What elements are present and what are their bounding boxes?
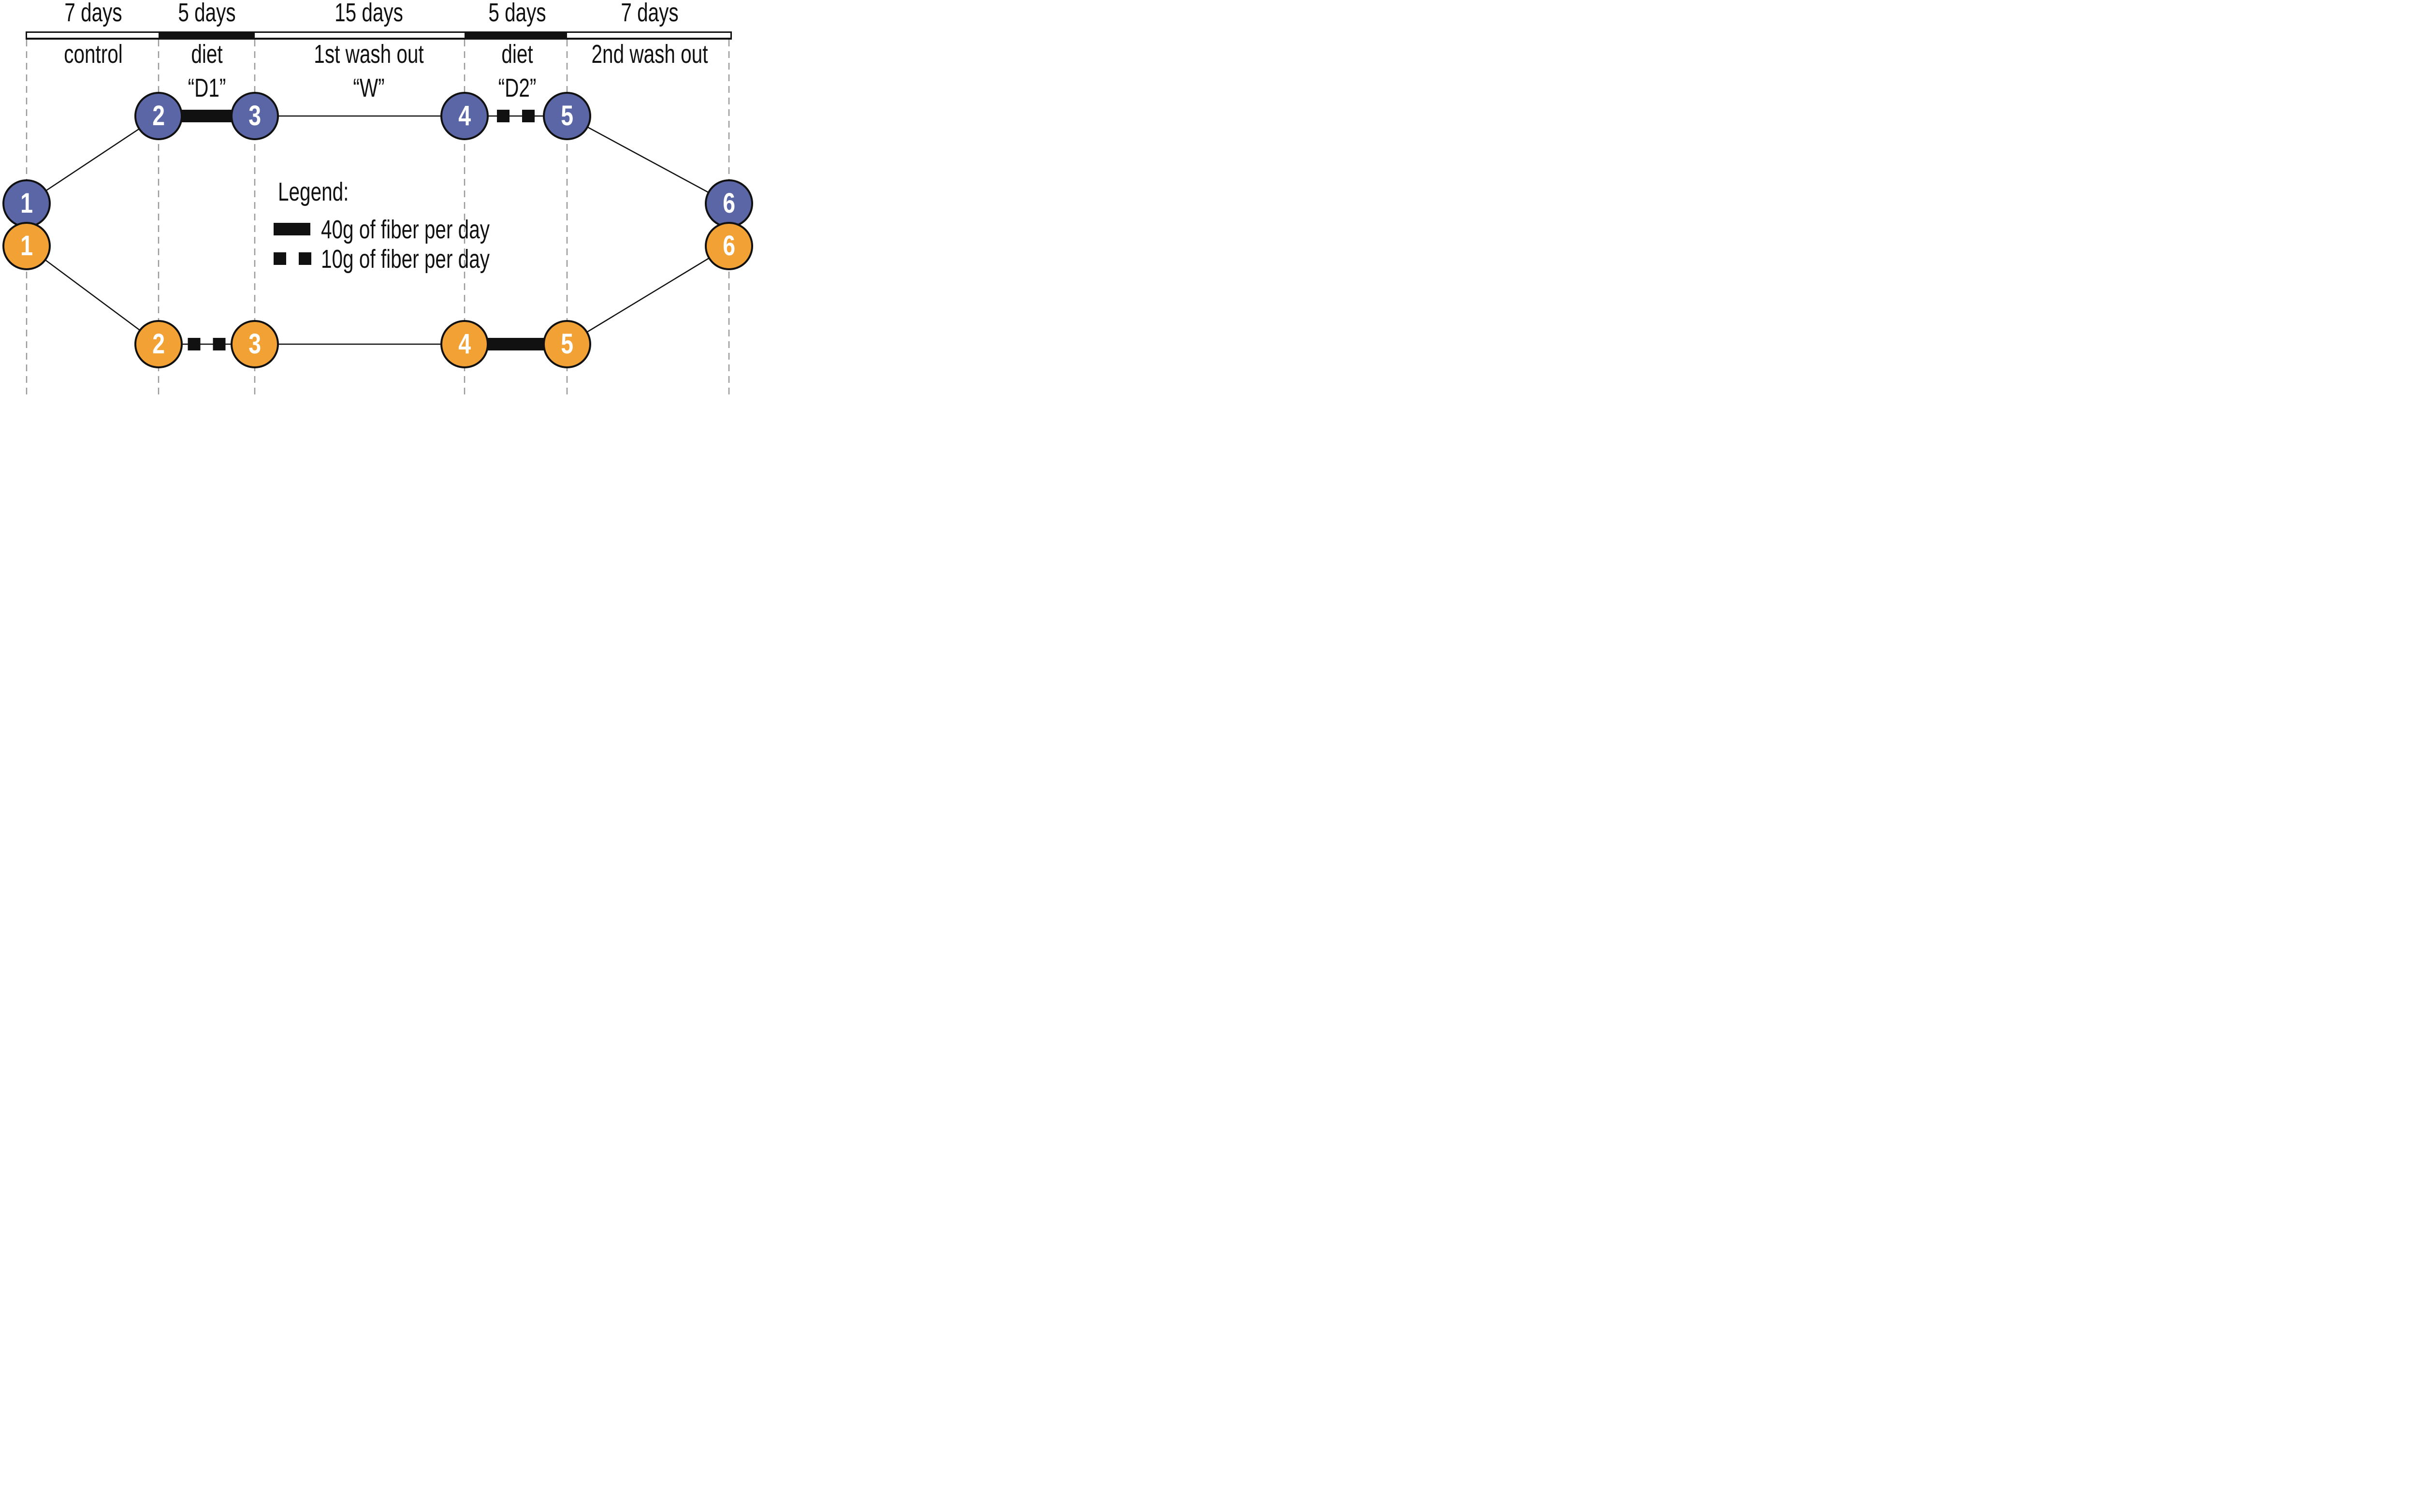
node-label: 1: [20, 230, 33, 262]
node-label: 2: [152, 328, 165, 360]
node-label: 5: [561, 100, 573, 131]
node-label: 3: [248, 100, 261, 131]
edge-line-orange-1-2: [26, 245, 159, 345]
edge-thick-bar-40g-blue-2-3: [182, 110, 232, 122]
segment-code-label-2: “W”: [353, 73, 385, 102]
segment-code-label-3: “D2”: [498, 73, 537, 102]
node-blue-1: 1: [2, 179, 51, 228]
edge-line-blue-5-6: [567, 115, 729, 204]
segment-phase-label-0: control: [64, 40, 123, 69]
node-orange-6: 6: [705, 222, 753, 270]
node-label: 4: [458, 328, 471, 360]
edge-line-orange-5-6: [567, 245, 729, 345]
legend-swatch-square-icon-1: [274, 252, 286, 265]
segment-phase-label-4: 2nd wash out: [591, 40, 708, 69]
timeline-bar-diet-segment-1: [159, 31, 255, 40]
node-label: 2: [152, 100, 165, 131]
segment-phase-label-3: diet: [501, 40, 533, 69]
segment-phase-label-1: diet: [191, 40, 223, 69]
node-orange-2: 2: [134, 320, 183, 368]
legend-title: Legend:: [278, 177, 349, 206]
node-blue-3: 3: [231, 92, 279, 140]
segment-duration-label-2: 15 days: [335, 0, 403, 27]
node-blue-6: 6: [705, 179, 753, 228]
node-label: 3: [248, 328, 261, 360]
node-orange-3: 3: [231, 320, 279, 368]
edge-line-blue-1-2: [26, 115, 159, 204]
node-label: 6: [723, 188, 735, 219]
edge-thick-bar-40g-orange-4-5: [488, 338, 544, 350]
segment-duration-label-3: 5 days: [488, 0, 546, 27]
edge-square-10g-orange-1: [188, 338, 201, 350]
node-label: 4: [458, 100, 471, 131]
legend-swatch-thick-bar-icon: [274, 223, 310, 235]
edge-square-10g-blue-1: [497, 110, 510, 122]
edge-square-10g-blue-2: [522, 110, 535, 122]
segment-duration-label-4: 7 days: [621, 0, 679, 27]
node-blue-4: 4: [440, 92, 489, 140]
node-label: 6: [723, 230, 735, 262]
segment-duration-label-1: 5 days: [178, 0, 236, 27]
legend-swatch-square-icon-2: [299, 252, 311, 265]
node-blue-2: 2: [134, 92, 183, 140]
legend-item-label-1: 10g of fiber per day: [321, 245, 490, 274]
legend-item-label-0: 40g of fiber per day: [321, 215, 490, 244]
node-label: 1: [20, 188, 33, 219]
segment-phase-label-2: 1st wash out: [314, 40, 424, 69]
node-blue-5: 5: [543, 92, 591, 140]
node-orange-4: 4: [440, 320, 489, 368]
node-label: 5: [561, 328, 573, 360]
segment-code-label-1: “D1”: [188, 73, 226, 102]
segment-duration-label-0: 7 days: [64, 0, 122, 27]
node-orange-1: 1: [2, 222, 51, 270]
timeline-bar: [26, 31, 732, 40]
node-orange-5: 5: [543, 320, 591, 368]
edge-square-10g-orange-2: [213, 338, 226, 350]
timeline-bar-diet-segment-3: [465, 31, 567, 40]
